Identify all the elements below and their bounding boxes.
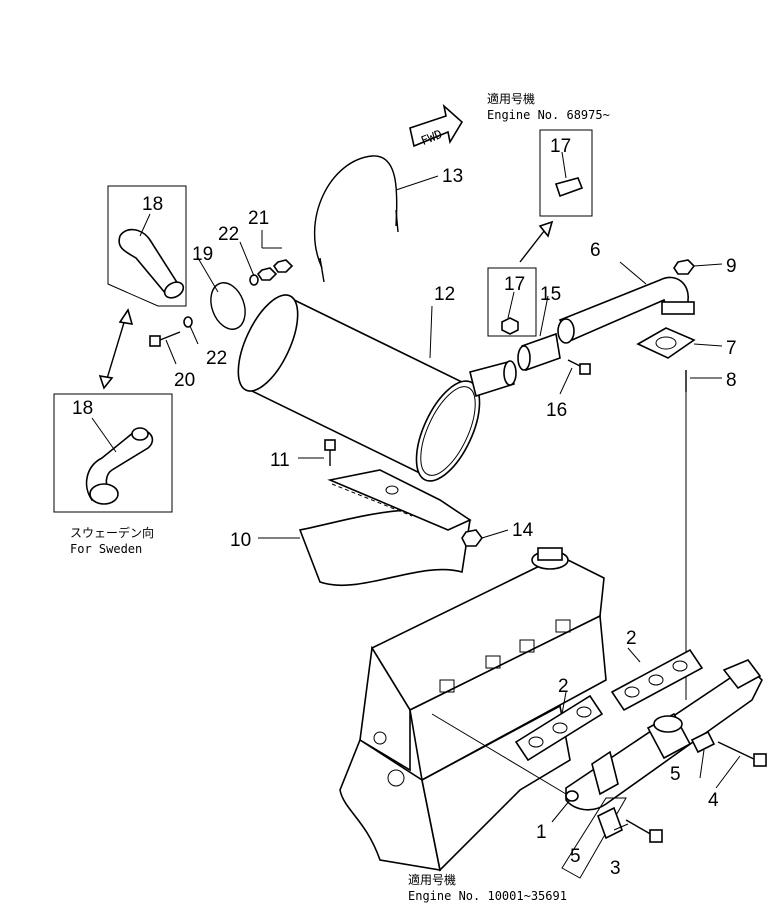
callout-5-upper: 5 (670, 764, 681, 785)
callout-7: 7 (726, 338, 737, 359)
callout-3: 3 (610, 858, 621, 879)
clamp-19 (210, 282, 246, 330)
note-sweden-jp: スウェーデン向 (70, 525, 154, 540)
fwd-arrow: FWD (409, 103, 464, 148)
callout-20: 20 (174, 370, 195, 391)
detail-box-17-lower (487, 267, 537, 337)
callout-12: 12 (434, 284, 455, 305)
detail-box-18-upper (107, 185, 187, 307)
callout-6: 6 (590, 240, 601, 261)
callouts: 1 2 2 3 4 5 5 6 7 8 9 10 11 12 13 14 15 … (72, 136, 737, 879)
callout-15: 15 (540, 284, 561, 305)
note-sweden-en: For Sweden (70, 542, 142, 556)
spacer-5-upper (690, 730, 716, 754)
callout-13: 13 (442, 166, 463, 187)
callout-22-lower: 22 (206, 348, 227, 369)
callout-19: 19 (192, 244, 213, 265)
callout-9: 9 (726, 256, 737, 277)
detail-box-17-upper (539, 129, 593, 217)
note-bottom-jp: 適用号機 (408, 872, 456, 887)
callout-17-upper: 17 (550, 136, 571, 157)
callout-2-right: 2 (626, 628, 637, 649)
u-bolt-strap (313, 155, 399, 283)
nut-21a (256, 267, 278, 281)
nut-21b (272, 259, 294, 273)
bolt-4 (717, 741, 767, 767)
nut-9 (673, 259, 696, 275)
gasket-2-right (610, 648, 704, 712)
gasket-2-left (514, 694, 604, 762)
leader-engine-manifold (431, 713, 567, 795)
callout-21: 21 (248, 208, 269, 229)
detail-box-5-3 (561, 797, 627, 879)
callout-14: 14 (512, 520, 534, 541)
mounting-bracket (298, 469, 472, 587)
alternative-arrow (98, 308, 134, 390)
bolt-3 (625, 819, 663, 843)
detail-box-18-sweden (53, 393, 173, 513)
bolt-20 (149, 331, 181, 347)
clamp-15 (517, 332, 561, 372)
callout-10: 10 (230, 530, 251, 551)
washer-22-lower (183, 316, 193, 328)
note-top-jp: 適用号機 (487, 91, 535, 106)
bolt-16 (567, 359, 591, 375)
washer-22-upper (249, 274, 259, 286)
exhaust-manifold (565, 659, 763, 811)
callout-4: 4 (708, 790, 719, 811)
callout-2-left: 2 (558, 676, 569, 697)
callout-11: 11 (270, 450, 290, 471)
exhaust-pipe (557, 276, 695, 344)
callout-16: 16 (546, 400, 567, 421)
callout-5-lower: 5 (570, 846, 581, 867)
callout-22-upper: 22 (218, 224, 239, 245)
note-top-en: Engine No. 68975~ (487, 108, 610, 122)
callout-1: 1 (536, 822, 547, 843)
callout-17-lower: 17 (504, 274, 525, 295)
gasket-7 (636, 327, 696, 359)
callout-18-sweden: 18 (72, 398, 93, 419)
leader-lines (91, 151, 741, 831)
note-bottom-en: Engine No. 10001~35691 (408, 889, 567, 903)
revision-arrow (519, 220, 554, 263)
nut-14 (461, 529, 483, 547)
engine-block (339, 547, 607, 872)
bolt-11 (324, 439, 336, 466)
muffler (237, 294, 517, 482)
callout-8: 8 (726, 370, 737, 391)
callout-18-upper: 18 (142, 194, 163, 215)
